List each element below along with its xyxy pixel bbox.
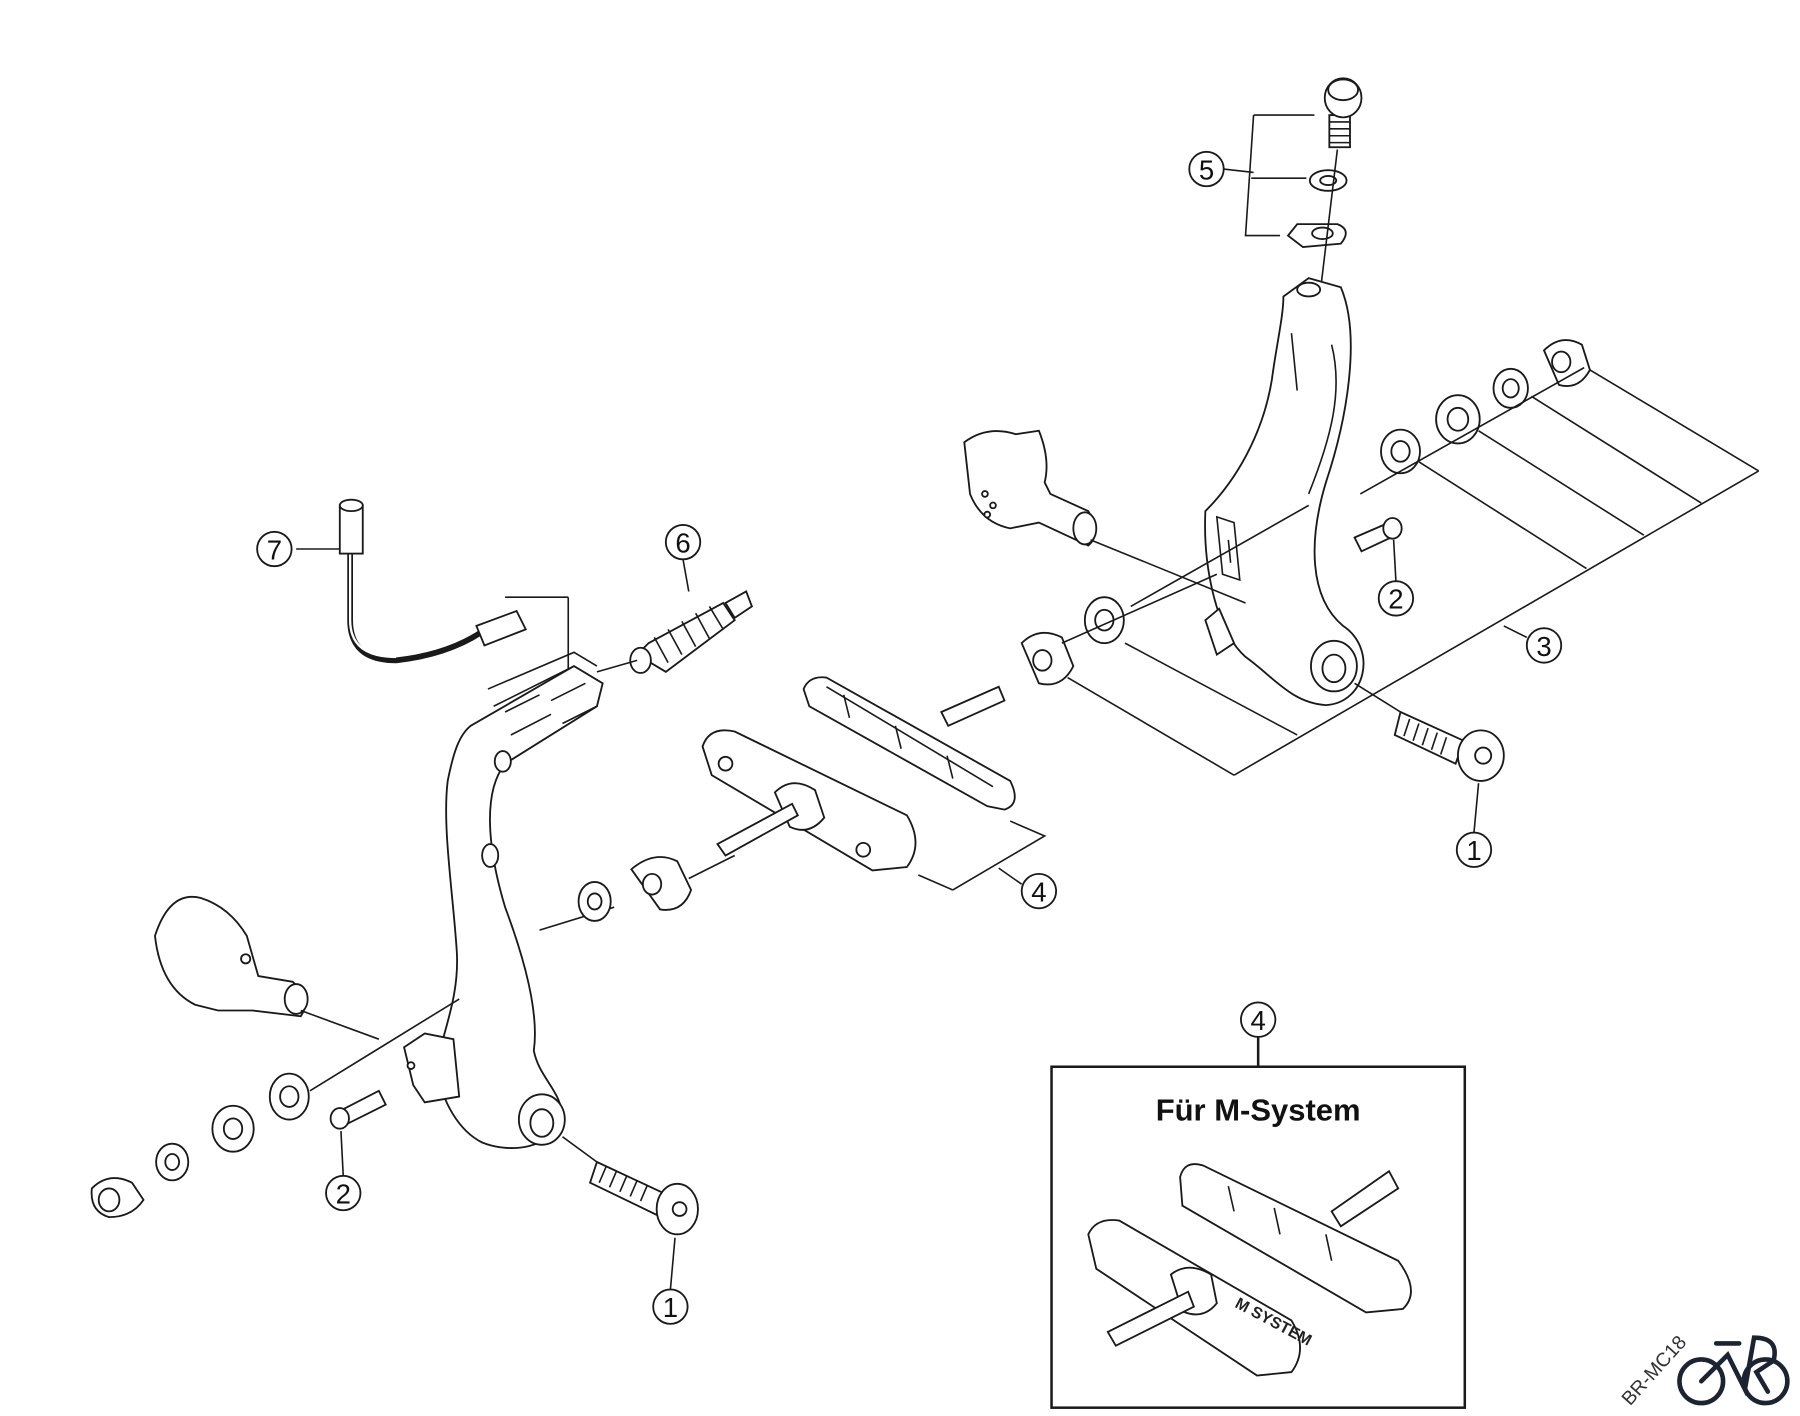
callout-6: 6	[664, 523, 702, 592]
left-brake-arm-assembly	[90, 498, 754, 1236]
svg-text:5: 5	[1199, 154, 1214, 185]
callout-1-right: 1	[1455, 783, 1493, 868]
left-arm	[435, 665, 604, 1149]
bicycle-logo-icon	[1677, 1335, 1790, 1406]
cable-lead-pipe	[347, 551, 484, 664]
right-brake-arm-assembly	[963, 77, 1760, 782]
svg-text:2: 2	[336, 1178, 351, 1209]
callout-1-left: 1	[652, 1237, 689, 1325]
brake-shoes	[701, 676, 1047, 891]
callout-2-right: 2	[1377, 539, 1415, 617]
svg-text:1: 1	[663, 1292, 678, 1323]
svg-text:1: 1	[1466, 835, 1481, 866]
callout-5: 5	[1188, 114, 1315, 237]
mounting-bolt	[1393, 710, 1505, 782]
callout-2-left: 2	[325, 1130, 362, 1212]
m-system-inset: 4 Für M-System M SYSTEM	[1050, 1001, 1467, 1409]
svg-text:4: 4	[1250, 1005, 1265, 1036]
fixing-bolt	[1323, 77, 1363, 149]
washer-set	[1020, 339, 1591, 686]
cable-anchor-nut	[963, 429, 1097, 547]
callout-4: 4	[1020, 872, 1058, 910]
svg-text:3: 3	[1536, 631, 1551, 662]
cable-anchor-nut-left	[154, 895, 306, 1018]
callouts: 5 7 6 2 3 1 4 2 1	[256, 114, 1563, 1325]
callout-3: 3	[1525, 627, 1563, 664]
svg-text:4: 4	[1031, 876, 1046, 907]
callout-7: 7	[256, 530, 293, 568]
svg-text:6: 6	[675, 527, 690, 558]
svg-text:2: 2	[1388, 584, 1403, 615]
return-spring	[629, 590, 754, 674]
svg-text:7: 7	[267, 534, 282, 565]
right-arm	[1204, 277, 1365, 707]
inset-title: Für M-System	[1156, 1093, 1361, 1128]
